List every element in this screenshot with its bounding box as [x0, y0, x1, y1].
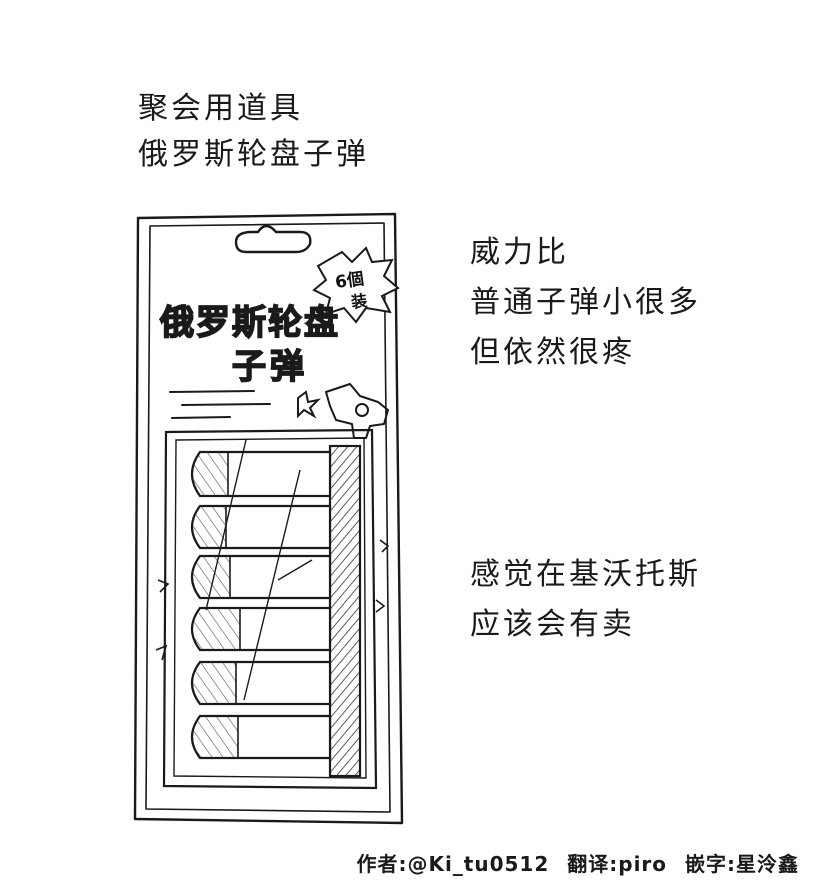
- bullet-tray: [162, 428, 378, 790]
- credits: 作者:@Ki_tu0512 翻译:piro 嵌字:星泠鑫: [356, 848, 799, 877]
- credit-typesetter: 嵌字:星泠鑫: [685, 852, 799, 876]
- note-sale: 感觉在基沃托斯 应该会有卖: [470, 550, 701, 650]
- bullet: [190, 660, 332, 706]
- count-badge: [312, 246, 400, 324]
- note-sale-line-1: 感觉在基沃托斯: [470, 557, 701, 592]
- bullets: [190, 450, 332, 760]
- heading-line-1: 聚会用道具: [138, 91, 303, 126]
- badge-count-text: 6個: [334, 268, 365, 293]
- heading: 聚会用道具 俄罗斯轮盘子弹: [138, 86, 369, 178]
- plastic-shine: [205, 439, 313, 701]
- package-label-sub: 子弹: [232, 347, 308, 387]
- blister-card: [133, 212, 404, 825]
- cartridge-strip: [328, 444, 362, 778]
- credit-author: 作者:@Ki_tu0512: [356, 852, 550, 876]
- note-power: 威力比 普通子弹小很多 但依然很疼: [470, 228, 701, 378]
- badge-unit-text: 装: [349, 291, 368, 312]
- note-power-line-3: 但依然很疼: [470, 335, 635, 370]
- note-power-line-1: 威力比: [470, 235, 569, 270]
- hang-hole: [234, 224, 312, 254]
- credit-translator: 翻译:piro: [567, 852, 668, 876]
- heading-line-2: 俄罗斯轮盘子弹: [138, 137, 369, 172]
- bullet: [190, 554, 332, 600]
- revolver-doodle: [325, 383, 389, 439]
- speed-lines: [169, 390, 322, 419]
- bullet: [190, 450, 332, 498]
- note-power-line-2: 普通子弹小很多: [470, 285, 701, 320]
- bullet: [190, 714, 332, 760]
- note-sale-line-2: 应该会有卖: [470, 607, 635, 642]
- package-label-main: 俄罗斯轮盘: [159, 303, 340, 343]
- bullet: [190, 504, 332, 550]
- sketch-marks: [155, 539, 390, 661]
